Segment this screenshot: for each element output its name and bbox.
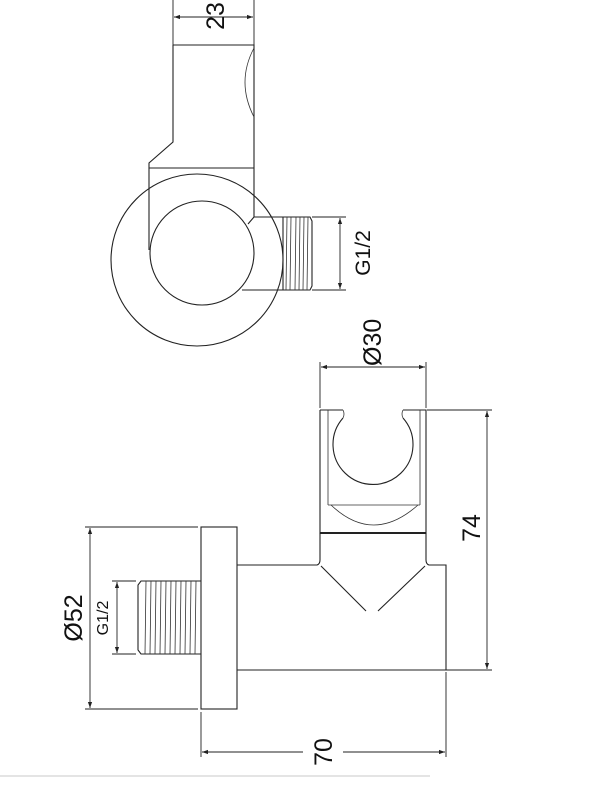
dim-label-23: 23 <box>202 2 230 30</box>
holder-clip-circle <box>332 417 414 485</box>
flange-outer-circle <box>110 173 284 347</box>
body-outline <box>237 533 447 671</box>
dimension-thread-front: G1/2 <box>95 580 136 655</box>
side-thread <box>283 216 313 291</box>
side-outlet <box>242 216 284 291</box>
dim-label-70: 70 <box>310 738 338 766</box>
dim-label-d30: Ø30 <box>359 319 387 366</box>
dimension-thread-top: G1/2 <box>312 216 375 291</box>
dim-label-g12-top: G1/2 <box>352 230 375 276</box>
dim-label-74: 74 <box>458 514 486 542</box>
dimension-70: 70 <box>201 672 447 766</box>
front-view: Ø30 74 Ø52 G1/2 70 <box>60 319 492 766</box>
inlet-thread <box>137 580 201 655</box>
holder-outline <box>148 44 255 250</box>
dimension-23: 23 <box>172 0 255 45</box>
body-v-lines <box>320 565 426 612</box>
dimension-d52: Ø52 <box>60 526 198 710</box>
body-circle <box>149 200 255 306</box>
dim-label-d52: Ø52 <box>60 594 88 641</box>
holder-clip-arc <box>244 47 255 118</box>
dimension-d30: Ø30 <box>319 319 427 408</box>
dim-label-g12-front: G1/2 <box>95 601 112 636</box>
holder <box>319 409 427 534</box>
dimension-74: 74 <box>427 409 492 671</box>
flange <box>200 526 238 710</box>
top-view: 23 G1/2 <box>110 0 375 347</box>
